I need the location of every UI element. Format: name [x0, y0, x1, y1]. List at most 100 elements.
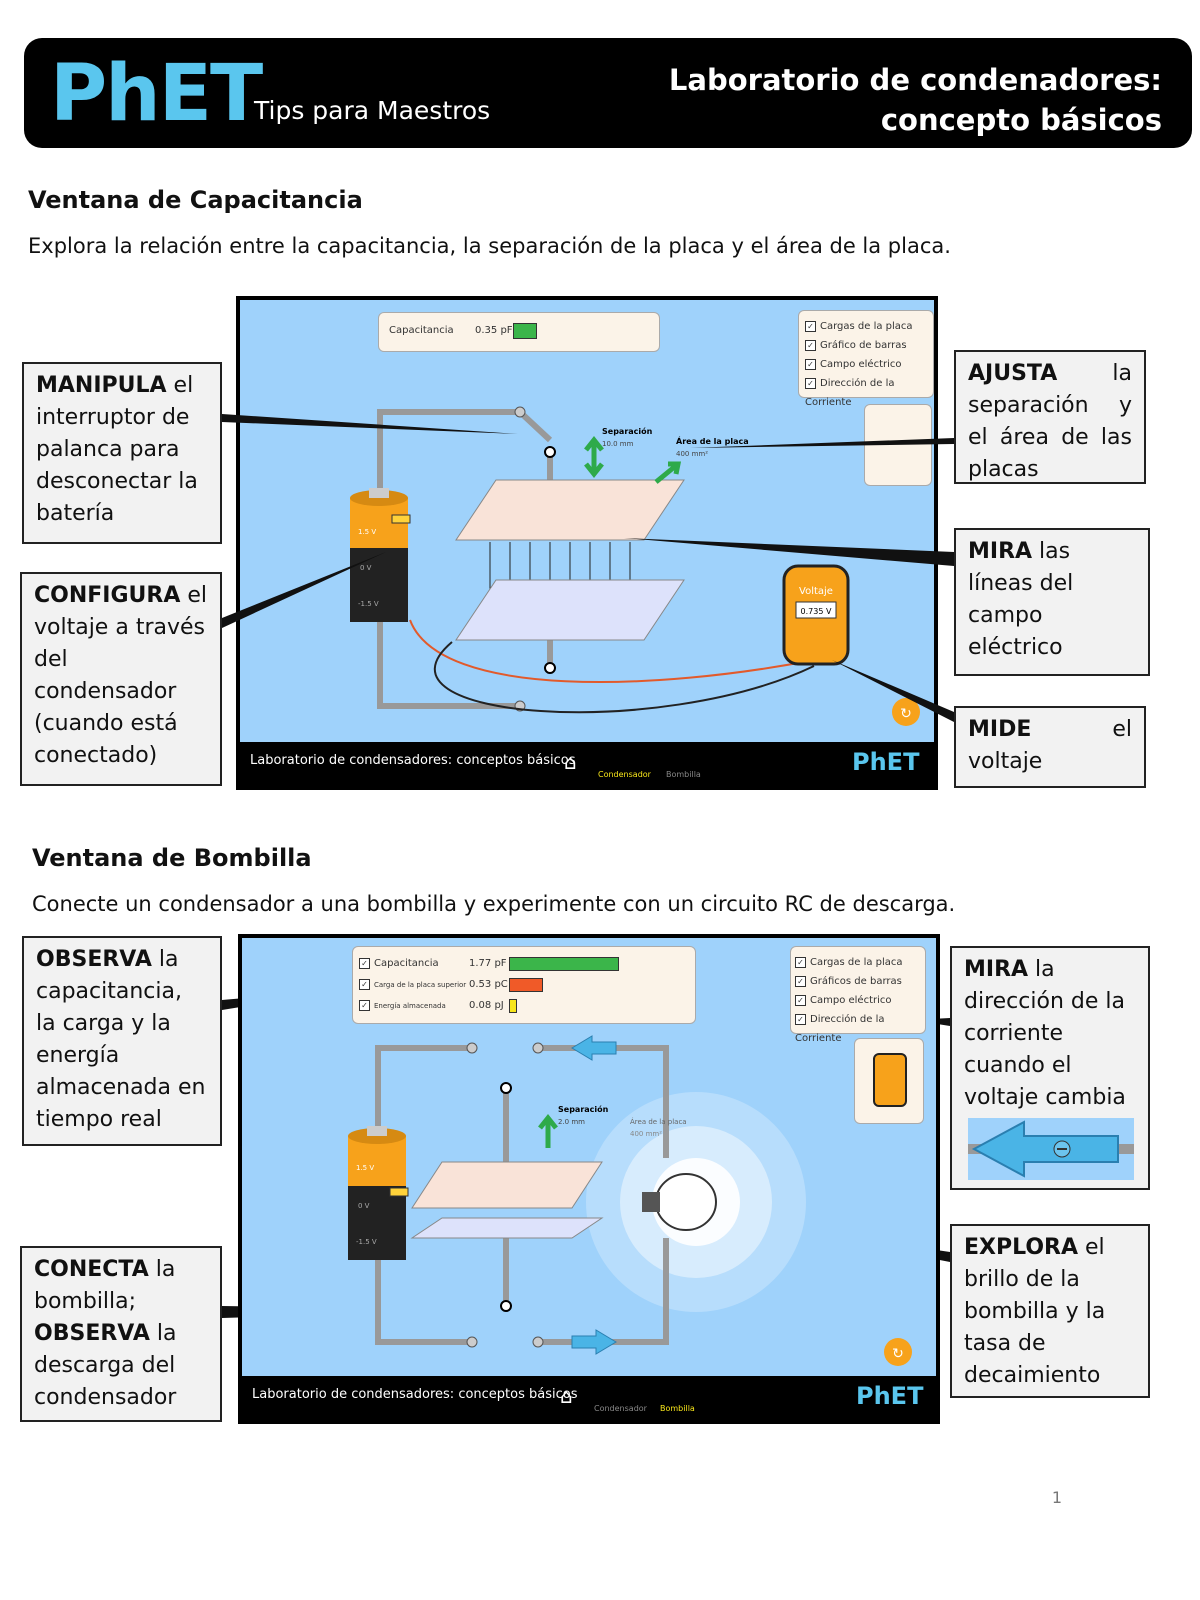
- display-options-panel: ✓Cargas de la placa ✓Gráficos de barras …: [790, 946, 926, 1044]
- callout-keyword: OBSERVA: [36, 947, 152, 972]
- checkbox-icon[interactable]: ✓: [795, 956, 806, 968]
- page-number: 1: [1051, 1488, 1062, 1507]
- switch-terminal[interactable]: [544, 662, 556, 674]
- voltage-slider-thumb[interactable]: [391, 514, 411, 524]
- tab-bombilla[interactable]: Bombilla: [660, 1404, 695, 1413]
- checkbox-current-direction[interactable]: ✓Dirección de la Corriente: [805, 374, 933, 412]
- separation-label: Separación: [602, 426, 653, 436]
- checkbox-label: Cargas de la placa: [820, 321, 913, 332]
- separation-drag-handle[interactable]: [584, 435, 604, 479]
- battery-label-mid: 0 V: [358, 1202, 370, 1210]
- checkbox-bar-graphs[interactable]: ✓ Gráficos de barras: [795, 972, 925, 991]
- separation-value: 10.0 mm: [602, 440, 634, 448]
- switch-terminal[interactable]: [500, 1300, 512, 1312]
- checkbox-icon[interactable]: ✓: [805, 339, 816, 351]
- callout-ajusta: AJUSTA la separación y el área de las pl…: [954, 350, 1146, 484]
- capacitance-bar: [509, 957, 619, 971]
- callout-text: la bombilla;: [34, 1257, 176, 1314]
- readout-row-charge: ✓ Carga de la placa superior 0.53 pC: [359, 974, 689, 995]
- current-arrow-icon: [968, 1118, 1134, 1180]
- voltmeter-icon[interactable]: [873, 1053, 907, 1107]
- area-drag-handle[interactable]: [654, 461, 682, 484]
- tab-bombilla[interactable]: Bombilla: [666, 770, 701, 779]
- sim-phet-logo[interactable]: PhET: [856, 1382, 924, 1410]
- bulb-sim-screenshot: ✓Capacitancia 1.77 pF ✓Carga de la placa…: [238, 934, 940, 1424]
- capacitance-value: 0.35 pF: [475, 325, 513, 336]
- readout-row-energy: ✓ Energía almacenada 0.08 pJ: [359, 995, 689, 1016]
- phet-logo: PhET: [50, 49, 263, 139]
- reset-button[interactable]: [884, 1338, 912, 1366]
- area-value: 400 mm²: [630, 1130, 662, 1138]
- callout-text: la descarga del condensador: [34, 1321, 177, 1410]
- voltmeter-icon[interactable]: Voltaje 0.735 V: [782, 564, 850, 666]
- checkbox-icon[interactable]: ✓: [805, 320, 816, 332]
- battery-label-top: 1.5 V: [356, 1164, 374, 1172]
- checkbox-plate-charges[interactable]: ✓ Cargas de la placa: [805, 317, 933, 336]
- checkbox-label: Gráficos de barras: [810, 976, 902, 987]
- callout-mira-corriente: MIRA la dirección de la corriente cuando…: [950, 946, 1150, 1190]
- checkbox-electric-field[interactable]: ✓Campo eléctrico: [795, 991, 925, 1010]
- battery-icon[interactable]: 1.5 V 0 V -1.5 V: [350, 488, 411, 622]
- switch-terminal[interactable]: [544, 446, 556, 458]
- bulb-circuit-diagram: Separación 2.0 mm Área de la placa 400 m…: [348, 1035, 912, 1366]
- checkbox-icon[interactable]: ✓: [359, 978, 370, 990]
- separation-drag-handle[interactable]: [538, 1113, 558, 1148]
- lightbulb-icon[interactable]: [642, 1173, 717, 1231]
- readout-value: 0.08 pJ: [469, 1000, 504, 1011]
- document-title-line2: concepto básicos: [880, 103, 1162, 137]
- checkbox-icon[interactable]: ✓: [359, 999, 370, 1011]
- sim-phet-logo[interactable]: PhET: [852, 748, 920, 776]
- checkbox-electric-field[interactable]: ✓Campo eléctrico: [805, 355, 933, 374]
- readout-value: 1.77 pF: [469, 958, 507, 969]
- checkbox-icon[interactable]: ✓: [795, 975, 806, 987]
- readout-value: 0.53 pC: [469, 979, 508, 990]
- sim-nav-title: Laboratorio de condensadores: conceptos …: [250, 753, 576, 768]
- voltmeter-toolbox[interactable]: [854, 1038, 924, 1124]
- separation-label: Separación: [558, 1104, 609, 1114]
- voltmeter-label: Voltaje: [799, 586, 833, 597]
- tab-condensador[interactable]: Condensador: [594, 1404, 647, 1413]
- home-icon[interactable]: ⌂: [560, 1384, 573, 1408]
- section2-description: Conecte un condensador a una bombilla y …: [32, 892, 956, 916]
- display-options-panel: ✓ Cargas de la placa ✓ Gráfico de barras ✓…: [798, 310, 934, 408]
- callout-keyword: MIRA: [968, 539, 1033, 564]
- header-banner: PhET Tips para Maestros Laboratorio de c…: [24, 38, 1192, 148]
- capacitance-bar: [513, 323, 537, 339]
- tab-condensador[interactable]: Condensador: [598, 770, 651, 779]
- checkbox-icon[interactable]: ✓: [795, 994, 806, 1006]
- callout-text: la dirección de la corriente cuando el v…: [964, 957, 1126, 1110]
- checkbox-icon[interactable]: ✓: [795, 1013, 806, 1025]
- callout-conecta: CONECTA la bombilla; OBSERVA la descarga…: [20, 1246, 222, 1422]
- callout-text: las líneas del campo eléctrico: [968, 539, 1074, 660]
- sim-navbar: Laboratorio de condensadores: conceptos …: [242, 1376, 936, 1420]
- separation-value: 2.0 mm: [558, 1118, 585, 1126]
- battery-icon[interactable]: 1.5 V 0 V -1.5 V: [348, 1126, 409, 1260]
- switch-terminal[interactable]: [500, 1082, 512, 1094]
- checkbox-icon[interactable]: ✓: [805, 358, 816, 370]
- readout-label: Energía almacenada: [374, 1002, 446, 1010]
- battery-label-bottom: -1.5 V: [358, 600, 379, 608]
- checkbox-label: Gráfico de barras: [820, 340, 907, 351]
- callout-keyword: MIRA: [964, 957, 1029, 982]
- voltage-slider-thumb[interactable]: [389, 1187, 409, 1197]
- battery-label-top: 1.5 V: [358, 528, 376, 536]
- checkbox-label: Cargas de la placa: [810, 957, 903, 968]
- checkbox-current-direction[interactable]: ✓Dirección de la Corriente: [795, 1010, 925, 1048]
- home-icon[interactable]: ⌂: [564, 750, 577, 774]
- callout-keyword: EXPLORA: [964, 1235, 1079, 1260]
- checkbox-plate-charges[interactable]: ✓ Cargas de la placa: [795, 953, 925, 972]
- checkbox-bar-graph[interactable]: ✓ Gráfico de barras: [805, 336, 933, 355]
- callout-text: el brillo de la bombilla y la tasa de de…: [964, 1235, 1106, 1388]
- battery-label-bottom: -1.5 V: [356, 1238, 377, 1246]
- current-arrow-icon: [571, 1035, 617, 1061]
- area-label: Área de la placa: [630, 1117, 687, 1126]
- section1-description: Explora la relación entre la capacitanci…: [28, 234, 951, 258]
- sim-nav-title: Laboratorio de condensadores: conceptos …: [252, 1387, 578, 1402]
- reset-icon: ↻: [892, 1346, 904, 1362]
- reset-button[interactable]: [892, 698, 920, 726]
- checkbox-icon[interactable]: ✓: [805, 377, 816, 389]
- checkbox-label: Dirección de la Corriente: [795, 1014, 885, 1044]
- readout-label: Carga de la placa superior: [374, 981, 467, 989]
- section1-title: Ventana de Capacitancia: [28, 186, 363, 214]
- checkbox-icon[interactable]: ✓: [359, 957, 370, 969]
